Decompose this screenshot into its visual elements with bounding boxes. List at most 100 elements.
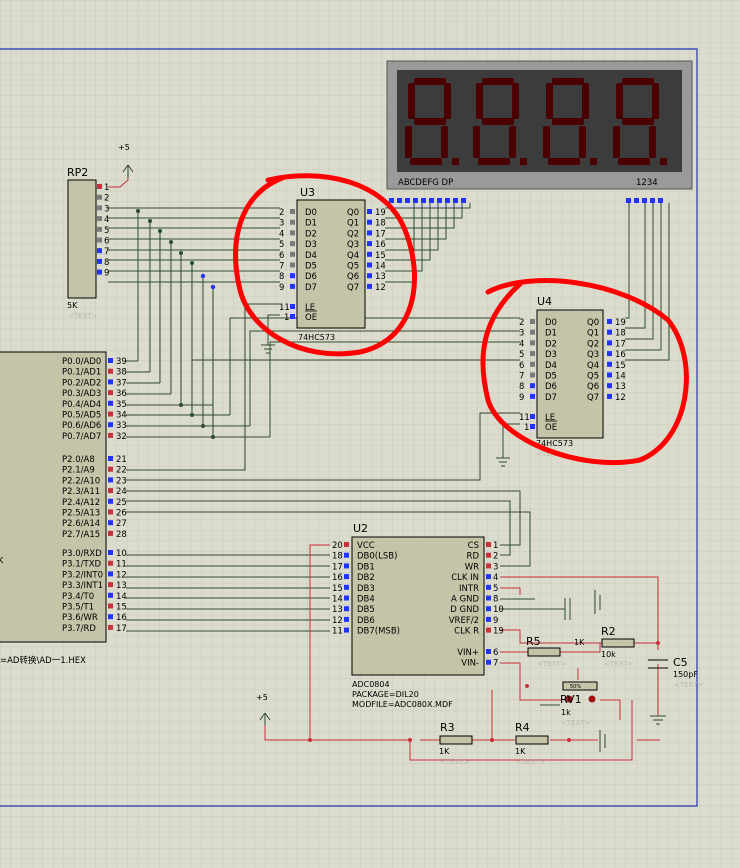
- mcu-pin[interactable]: [108, 432, 113, 438]
- u3-pin[interactable]: [367, 283, 372, 289]
- resistor-r5[interactable]: R5 1K <TEXT>: [526, 635, 585, 668]
- rp2-pin[interactable]: [97, 269, 102, 275]
- u3-pin[interactable]: [290, 314, 295, 319]
- mcu-pin[interactable]: [108, 592, 113, 598]
- u2-pin[interactable]: [344, 552, 349, 558]
- u2-pin[interactable]: [344, 595, 349, 601]
- mcu-pin[interactable]: [108, 488, 113, 494]
- rp2-pin[interactable]: [97, 194, 102, 200]
- mcu-pin[interactable]: [108, 498, 113, 504]
- u2-pin[interactable]: [486, 542, 491, 547]
- u2-pin[interactable]: [486, 606, 491, 612]
- resistor-r2[interactable]: R2 10k <TEXT>: [601, 625, 635, 668]
- mcu-pin[interactable]: [108, 466, 113, 472]
- u2-pin[interactable]: [344, 584, 349, 590]
- mcu-pin[interactable]: [108, 411, 113, 417]
- u3-pin[interactable]: [290, 251, 295, 257]
- u2-pin[interactable]: [486, 574, 491, 580]
- u4-pin[interactable]: [607, 329, 612, 335]
- seven-segment-display[interactable]: ABCDEFG DP 1234: [386, 60, 693, 203]
- mcu-pin[interactable]: [108, 582, 113, 588]
- mcu-pin[interactable]: [108, 530, 113, 536]
- mcu-pin[interactable]: [108, 400, 113, 406]
- rv1-up-icon[interactable]: [588, 695, 596, 703]
- rp2-pin[interactable]: [97, 237, 102, 243]
- rv1-down-icon[interactable]: [565, 695, 573, 703]
- u4-pin[interactable]: [607, 361, 612, 367]
- mcu-pin[interactable]: [108, 379, 113, 385]
- rp2-pin[interactable]: [97, 226, 102, 232]
- u2-pin[interactable]: [486, 552, 491, 558]
- mcu-pin[interactable]: [108, 520, 113, 526]
- u3-pin[interactable]: [367, 219, 372, 225]
- u2-pin[interactable]: [486, 659, 491, 665]
- u4-pin[interactable]: [530, 340, 535, 346]
- u2-pin[interactable]: [486, 584, 491, 590]
- mcu-pin[interactable]: [108, 560, 113, 566]
- u2-pin[interactable]: [486, 616, 491, 622]
- resistor-r3[interactable]: R3 1K <TEXT>: [439, 721, 473, 766]
- mcu-pin[interactable]: [108, 477, 113, 483]
- u3-pin[interactable]: [290, 230, 295, 236]
- u4-pin[interactable]: [530, 414, 535, 419]
- u3-pin[interactable]: [367, 241, 372, 247]
- u3-pin[interactable]: [367, 273, 372, 279]
- u3-pin[interactable]: [290, 273, 295, 279]
- u4-pin[interactable]: [607, 372, 612, 378]
- u3-pin[interactable]: [290, 262, 295, 268]
- mcu-pin[interactable]: [108, 456, 113, 461]
- mcu-pin[interactable]: [108, 603, 113, 609]
- mcu-pin[interactable]: [108, 550, 113, 555]
- u4-pin[interactable]: [607, 340, 612, 346]
- u2-pin[interactable]: [486, 627, 491, 633]
- u3-pin[interactable]: [367, 251, 372, 257]
- u2-pin[interactable]: [486, 649, 491, 654]
- u4-pin[interactable]: [607, 319, 612, 324]
- u4-pin[interactable]: [530, 319, 535, 324]
- u4-pin[interactable]: [607, 393, 612, 399]
- u2-pin[interactable]: [344, 563, 349, 569]
- u3-pin[interactable]: [290, 241, 295, 247]
- mcu-pin[interactable]: [108, 571, 113, 577]
- u2-pin[interactable]: [486, 595, 491, 601]
- mcu-pin[interactable]: [108, 422, 113, 428]
- adc-u2[interactable]: U2 ADC0804 PACKAGE=DIL20 MODFILE=ADC080X…: [332, 522, 504, 709]
- u3-pin[interactable]: [367, 230, 372, 236]
- u4-pin[interactable]: [530, 361, 535, 367]
- rp2-pin[interactable]: [97, 184, 102, 189]
- u2-pin[interactable]: [344, 574, 349, 580]
- rp2-pin[interactable]: [97, 258, 102, 264]
- u3-pin[interactable]: [367, 262, 372, 268]
- u4-pin[interactable]: [530, 372, 535, 378]
- u3-pin[interactable]: [290, 304, 295, 309]
- u2-pin[interactable]: [344, 627, 349, 633]
- u4-pin[interactable]: [607, 351, 612, 357]
- u2-pin[interactable]: [344, 542, 349, 547]
- u2-pin[interactable]: [344, 616, 349, 622]
- u4-pin[interactable]: [607, 383, 612, 389]
- u3-pin[interactable]: [367, 209, 372, 214]
- u4-pin[interactable]: [530, 393, 535, 399]
- power-terminal-bottom[interactable]: +5: [256, 693, 271, 725]
- u3-pin[interactable]: [290, 283, 295, 289]
- u4-pin[interactable]: [530, 383, 535, 389]
- rp2-pin[interactable]: [97, 205, 102, 211]
- rp2-pin[interactable]: [97, 216, 102, 222]
- capacitor-c5[interactable]: C5 150pF <TEXT>: [648, 656, 704, 689]
- mcu-pin[interactable]: [108, 358, 113, 363]
- u2-pin[interactable]: [344, 606, 349, 612]
- rp2-pin[interactable]: [97, 248, 102, 254]
- u2-pin[interactable]: [486, 563, 491, 569]
- resistor-r4[interactable]: R4 1K <TEXT>: [515, 721, 549, 766]
- u3-pin[interactable]: [290, 209, 295, 214]
- u4-pin[interactable]: [530, 329, 535, 335]
- display-pins[interactable]: [389, 198, 663, 203]
